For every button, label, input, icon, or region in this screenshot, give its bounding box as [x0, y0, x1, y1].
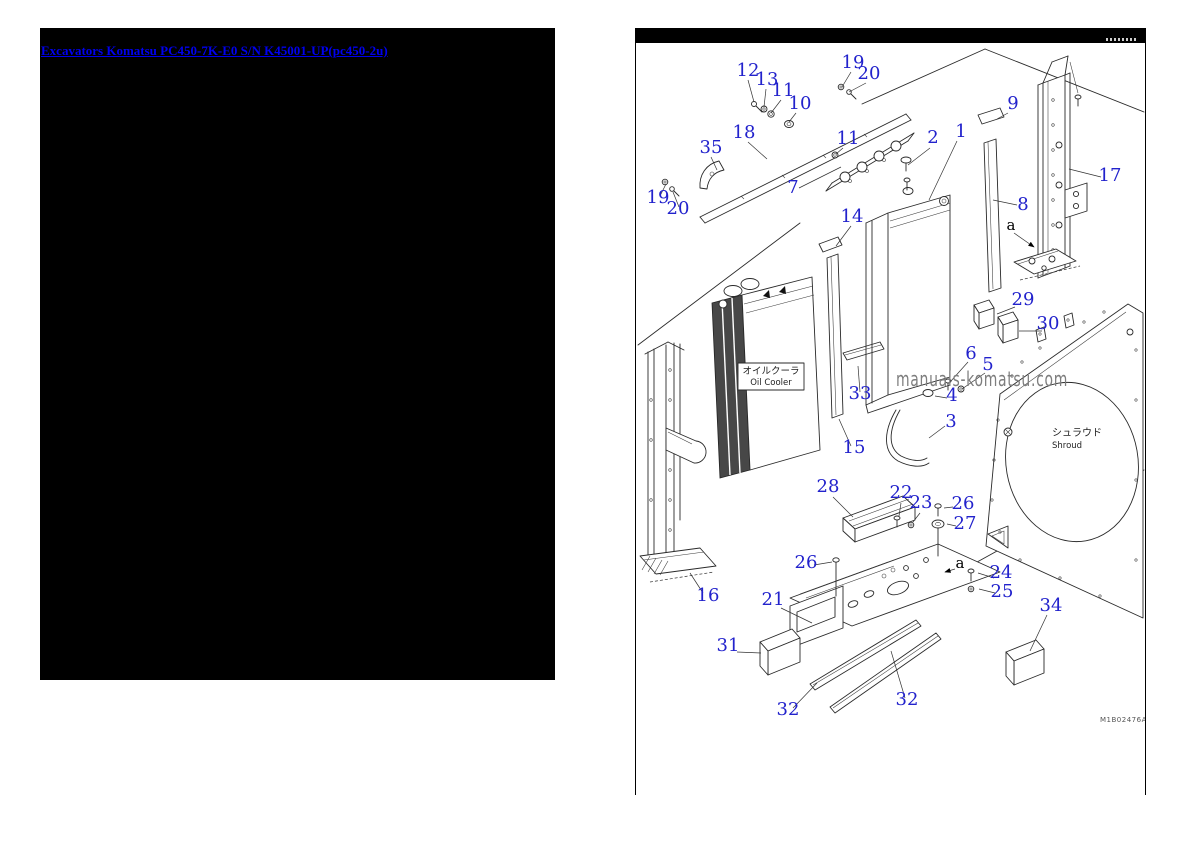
part-number: 2 [927, 127, 938, 148]
leader-lines [659, 71, 1102, 709]
shroud-label-en: Shroud [1052, 441, 1082, 451]
part-number: 27 [954, 513, 977, 534]
exploded-parts-diagram: オイルクーラ Oil Cooler [637, 48, 1145, 724]
part-number: 18 [733, 122, 756, 143]
part-number: 20 [858, 63, 881, 84]
oil-cooler-label-en: Oil Cooler [750, 378, 792, 388]
part-number: 26 [952, 493, 975, 514]
watermark: manuals-komatsu.com [896, 367, 1068, 391]
part-number: 7 [787, 177, 798, 198]
part-number: 19 [647, 187, 670, 208]
ref-letter: a [956, 554, 965, 572]
oil-cooler-part: オイルクーラ Oil Cooler [711, 276, 821, 479]
part-number: 13 [756, 69, 779, 90]
radiator-part [865, 156, 965, 467]
part-number: 32 [896, 689, 919, 710]
part-number: 14 [841, 206, 864, 227]
small-fasteners-top [661, 83, 857, 197]
shroud-part: シュラウド Shroud [985, 303, 1144, 619]
part-number: 31 [717, 635, 740, 656]
shroud-label-jp: シュラウド [1052, 427, 1102, 439]
part-number: 21 [762, 589, 785, 610]
part-number: 5 [982, 354, 993, 375]
part-number: 30 [1037, 313, 1060, 334]
left-bracket-part-16 [639, 341, 717, 583]
parts-diagram-panel: オイルクーラ Oil Cooler [635, 43, 1146, 795]
part-number: 25 [991, 581, 1014, 602]
part-number: 11 [772, 80, 795, 101]
part-number: 9 [1007, 93, 1018, 114]
part-number: 8 [1017, 194, 1028, 215]
part-number: 33 [849, 383, 872, 404]
part-number: 29 [1012, 289, 1035, 310]
part-number: 32 [777, 699, 800, 720]
callout-numbers: 1234567891011111213141516171819201920212… [647, 52, 1122, 720]
diagram-header-bar [635, 28, 1146, 43]
oil-cooler-label-jp: オイルクーラ [742, 366, 799, 377]
part-number: 16 [697, 585, 720, 606]
part-number: 11 [837, 128, 860, 149]
part-number: 15 [843, 437, 866, 458]
part-number: 4 [946, 385, 957, 406]
part-number: 19 [842, 52, 865, 73]
model-link[interactable]: Excavators Komatsu PC450-7K-E0 S/N K4500… [41, 43, 388, 58]
part-number: 3 [945, 411, 956, 432]
part-number: 24 [990, 562, 1013, 583]
ref-letter: a [1007, 216, 1016, 234]
drawing-id: M1B02476A [1100, 716, 1145, 724]
right-bracket-part-17 [1013, 55, 1088, 281]
part-number: 35 [700, 137, 723, 158]
seal-strips [818, 236, 885, 419]
part-number: 28 [817, 476, 840, 497]
part-number: 34 [1040, 595, 1063, 616]
bottom-mount-assembly [759, 495, 1045, 714]
part-number: 1 [955, 121, 966, 142]
part-number: 17 [1099, 165, 1122, 186]
part-number: 20 [667, 198, 690, 219]
part-number: 23 [910, 492, 933, 513]
part-number: 12 [737, 60, 760, 81]
top-rail-part-18 [699, 113, 915, 224]
part-number: 22 [890, 482, 913, 503]
strip-and-pads [973, 107, 1019, 344]
header-fineprint-marks [1106, 38, 1138, 41]
part-number: 26 [795, 552, 818, 573]
part-number: 10 [789, 93, 812, 114]
part-number: 6 [965, 343, 976, 364]
left-black-panel [40, 28, 555, 680]
